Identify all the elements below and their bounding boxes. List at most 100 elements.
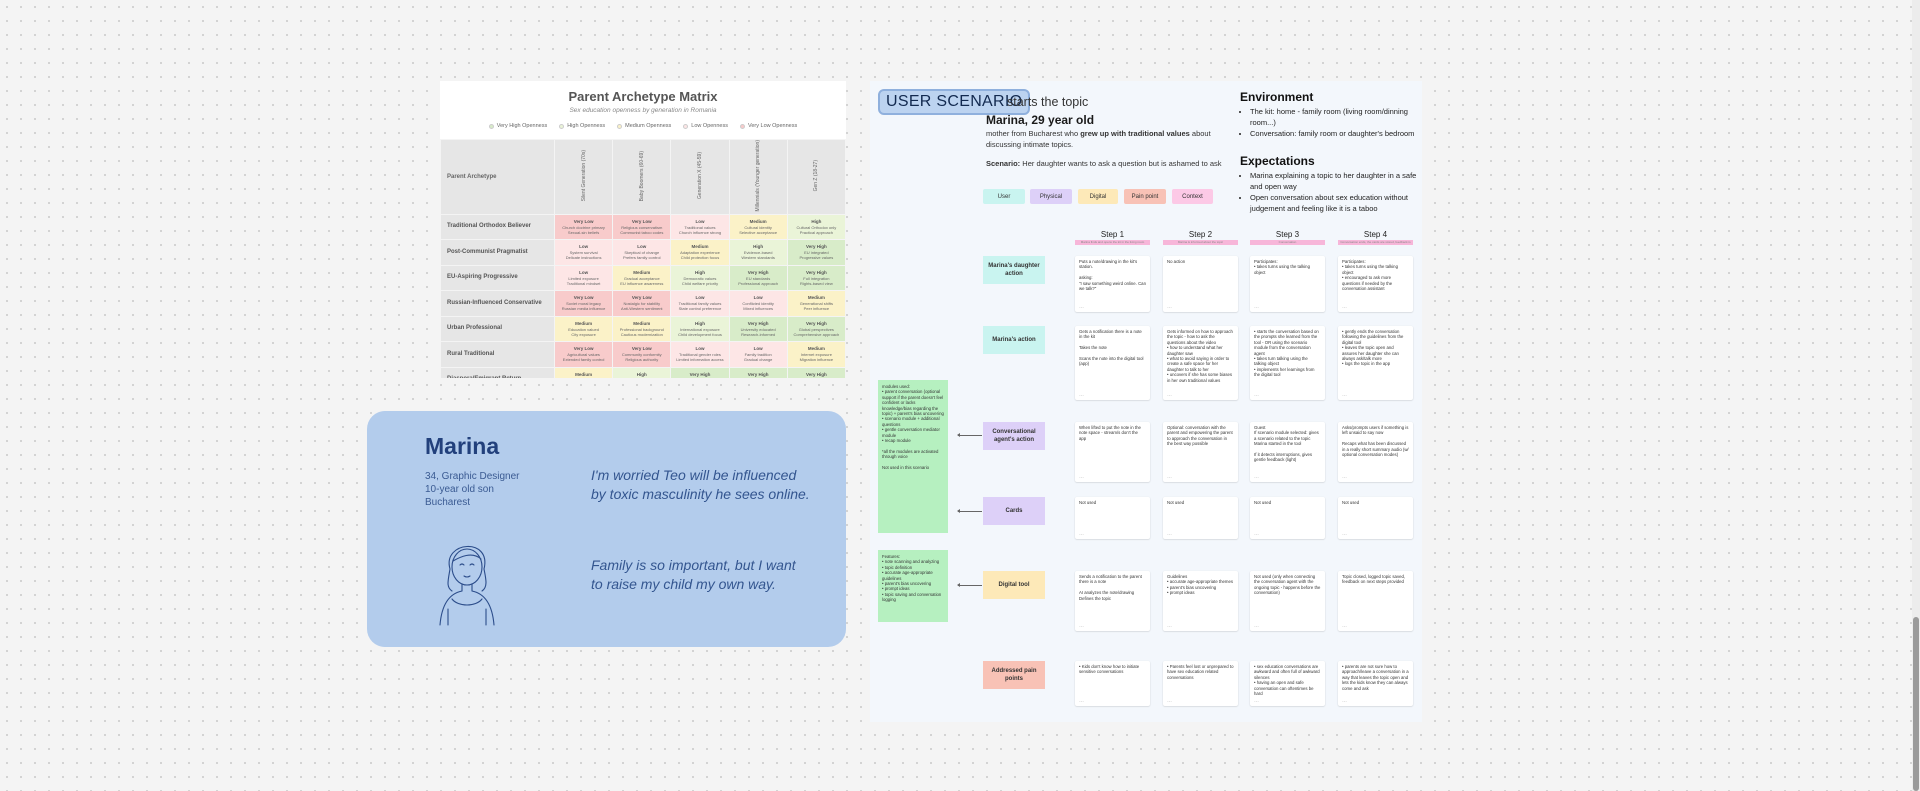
scenario-sticky-card[interactable]: Topic closed, logged topic saved, feedba… (1338, 571, 1413, 631)
card-text: Not used (1167, 500, 1185, 505)
scenario-sticky-card[interactable]: Not used… (1338, 497, 1413, 539)
cell-level: Low (695, 295, 705, 301)
green-sticky-note-modules[interactable]: modules used: • parent conversation (opt… (878, 380, 948, 533)
scenario-sticky-card[interactable]: • starts the conversation based on the p… (1250, 326, 1325, 400)
cell-line-2: Progressive values (799, 255, 834, 261)
scenario-sticky-card[interactable]: Not used… (1075, 497, 1150, 539)
scenario-sticky-card[interactable]: Not used… (1163, 497, 1238, 539)
legend-label: High Openness (567, 123, 606, 129)
scenario-sticky-card[interactable]: Optional: conversation with the parent a… (1163, 422, 1238, 482)
matrix-column-header: Millennials (Younger generation) (728, 139, 788, 215)
cell-line-2: Church influence strong (678, 229, 722, 235)
scenario-sticky-card[interactable]: Guidelines • accurate age-appropriate th… (1163, 571, 1238, 631)
column-label: Generation X (45-59) (696, 152, 703, 200)
card-more-icon: … (1167, 391, 1172, 398)
cell-level: High (694, 320, 705, 326)
persona-quote-2: Family is so important, but I want to ra… (591, 557, 796, 592)
cell-level: Medium (807, 295, 825, 301)
legend-swatch (683, 123, 689, 129)
scenario-sticky-card[interactable]: Puts a note/drawing in the kit's station… (1075, 256, 1150, 312)
cell-line-2: Comprehensive approach (793, 331, 840, 337)
card-more-icon: … (1254, 473, 1259, 480)
step-context-bar: Marina finds and opens the kit in the li… (1075, 240, 1150, 245)
cell-line-1: Evidence-based (743, 250, 773, 256)
cell-level: High (753, 244, 764, 250)
expectations-heading: Expectations (1240, 154, 1315, 168)
step-header: Step 2 (1188, 230, 1213, 239)
legend-label: Very High Openness (496, 123, 548, 129)
cell-line-2: Communist taboo codes (620, 229, 664, 235)
scenario-sticky-card[interactable]: Participates: • takes turns using the ta… (1250, 256, 1325, 312)
step-context-bar: Marina is informed about the topic (1163, 240, 1238, 245)
cell-level: Very Low (573, 218, 594, 224)
cell-line-2: Prefers family control (622, 255, 661, 261)
matrix-row-label: EU-Aspiring Progressive (440, 264, 555, 292)
scenario-sticky-card[interactable]: Participates: • takes turns using the ta… (1338, 256, 1413, 312)
cell-line-2: Peer influence (803, 306, 830, 312)
legend-swatch (559, 123, 565, 129)
cell-line-2: Delicate instructions (565, 255, 602, 261)
column-label: Baby Boomers (60-69) (638, 150, 645, 201)
legend-pill-pain-point: Pain point (1124, 189, 1166, 204)
vertical-scrollbar[interactable] (1912, 0, 1920, 791)
cell-line-2: Anti-Western sentiment (621, 306, 663, 312)
scenario-sticky-card[interactable]: • Kids don't know how to initiate sensit… (1075, 661, 1150, 706)
scenario-sticky-card[interactable]: Gets a notification there is a note in t… (1075, 326, 1150, 400)
scenario-sticky-card[interactable]: • gently ends the conversation following… (1338, 326, 1413, 400)
scenario-sticky-card[interactable]: • sex education conversations are awkwar… (1250, 661, 1325, 706)
column-label: Gen Z (18-27) (813, 160, 820, 192)
persona-city: Bucharest (425, 497, 471, 508)
cell-level: Low (695, 218, 705, 224)
card-text: Not used (1079, 500, 1097, 505)
cell-level: Medium (575, 320, 593, 326)
persona-avatar-illustration (439, 546, 495, 626)
scenario-sticky-card[interactable]: • parents are not sure how to approach/l… (1338, 661, 1413, 706)
scenario-sticky-card[interactable]: Gets informed on how to approach the top… (1163, 326, 1238, 400)
step-header: Step 1 (1100, 230, 1125, 239)
scenario-sticky-card[interactable]: No action… (1163, 256, 1238, 312)
cell-line-2: Limited information access (676, 357, 724, 363)
scenario-sticky-card[interactable]: Guest If scenario module selected: gives… (1250, 422, 1325, 482)
step-header: Step 3 (1275, 230, 1300, 239)
scenario-persona-name: Marina, 29 year old (986, 113, 1095, 127)
scenario-sticky-card[interactable]: When lifted to put the note in the note … (1075, 422, 1150, 482)
cell-line-1: EU integrated (804, 250, 829, 256)
legend-label: Low Openness (691, 123, 728, 129)
cell-level: Medium (807, 346, 825, 352)
scenario-sticky-card[interactable]: Not used (only when connecting the conve… (1250, 571, 1325, 631)
legend-entry: Very Low Openness (740, 123, 797, 129)
legend-label: Medium Openness (625, 123, 672, 129)
green-sticky-note-features[interactable]: Features: • note scanning and analyzing … (878, 550, 948, 622)
scenario-label: Scenario: (986, 159, 1021, 168)
card-text: No action (1167, 259, 1186, 264)
matrix-row-label: Urban Professional (440, 315, 555, 343)
lane-label: Addressed pain points (983, 661, 1045, 689)
cell-level: High (811, 218, 822, 224)
matrix-table: Parent Archetype Silent Generation (70s)… (440, 139, 846, 378)
cell-level: Medium (633, 269, 651, 275)
cell-level: Very Low (573, 295, 594, 301)
scenario-sticky-card[interactable]: • Parents feel lost or unprepared to hav… (1163, 661, 1238, 706)
lane-label: Cards (983, 497, 1045, 525)
legend-entry: Very High Openness (488, 123, 548, 129)
legend-entry: Medium Openness (617, 123, 671, 129)
cell-line-1: International exposure (680, 326, 720, 332)
card-more-icon: … (1254, 697, 1259, 704)
scenario-sticky-card[interactable]: Sends a notification to the parent there… (1075, 571, 1150, 631)
scrollbar-thumb[interactable] (1913, 617, 1919, 791)
cell-line-2: Western standards (741, 255, 775, 261)
persona-card: Marina 34, Graphic Designer 10-year old … (367, 411, 846, 647)
scenario-sticky-card[interactable]: Not used… (1250, 497, 1325, 539)
cell-level: Medium (633, 320, 651, 326)
scenario-sticky-card[interactable]: Asks/prompts users if something is left … (1338, 422, 1413, 482)
